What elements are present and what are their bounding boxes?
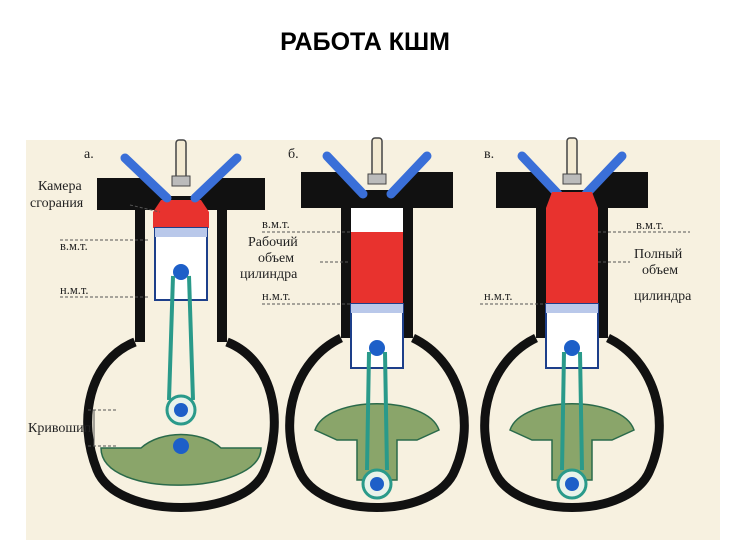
- panel-label-a: а.: [84, 147, 94, 162]
- label-working-line3: цилиндра: [240, 267, 298, 282]
- crank-pin: [174, 403, 188, 417]
- valve-left-icon: [517, 151, 563, 199]
- cylinder-wall-right: [598, 208, 608, 338]
- piston-pin: [564, 340, 580, 356]
- crankcase: [480, 333, 664, 512]
- cylinder-head: [301, 172, 453, 208]
- cylinder-wall-right: [217, 210, 227, 342]
- piston: [350, 303, 404, 369]
- connecting-rod: [167, 275, 195, 401]
- label-tdc-a: в.м.т.: [60, 239, 88, 253]
- label-tdc-c: в.м.т.: [636, 218, 664, 232]
- connecting-rod: [365, 351, 389, 471]
- cylinder-wall-left: [536, 208, 546, 338]
- label-tdc-b: в.м.т.: [262, 217, 290, 231]
- label-full-line2: объем: [642, 263, 678, 278]
- panel-label-b: б.: [288, 147, 299, 162]
- label-full-line3: цилиндра: [634, 289, 692, 304]
- label-crank: Кривошип: [28, 421, 92, 436]
- crank-shaft: [173, 438, 189, 454]
- label-bdc-c: н.м.т.: [484, 289, 513, 303]
- crank-pin: [370, 477, 384, 491]
- piston-pin: [369, 340, 385, 356]
- crank-pin: [565, 477, 579, 491]
- cylinder-head: [97, 178, 265, 210]
- valve-left-icon: [120, 153, 172, 203]
- cylinder-wall-left: [341, 208, 351, 338]
- valve-left-icon: [322, 151, 368, 199]
- cylinder-head: [496, 172, 648, 208]
- page-title: РАБОТА КШМ: [280, 28, 450, 56]
- label-chamber-line2: сгорания: [30, 196, 84, 211]
- valve-right-icon: [190, 153, 242, 203]
- panel-label-c: в.: [484, 147, 494, 162]
- piston: [545, 303, 599, 369]
- cylinder-wall-right: [403, 208, 413, 338]
- connecting-rod: [560, 351, 584, 471]
- full-volume: [546, 192, 598, 304]
- combustion-chamber: [153, 200, 209, 228]
- leader-lines: [60, 204, 690, 447]
- engine-b: [285, 137, 469, 512]
- piston-pin: [173, 264, 189, 280]
- crank-web: [100, 433, 262, 486]
- engine-a: [83, 139, 279, 512]
- label-working-line2: объем: [258, 251, 294, 266]
- label-chamber-line1: Камера: [38, 179, 82, 194]
- working-volume: [351, 232, 403, 304]
- label-full-line1: Полный: [634, 247, 683, 262]
- valve-right-icon: [581, 151, 627, 199]
- label-working-line1: Рабочий: [248, 235, 298, 250]
- valve-right-icon: [386, 151, 432, 199]
- crankcase: [83, 337, 279, 512]
- label-bdc-b: н.м.т.: [262, 289, 291, 303]
- cylinder-wall-left: [135, 210, 145, 342]
- crankcase: [285, 333, 469, 512]
- label-bdc-a: н.м.т.: [60, 283, 89, 297]
- engine-c: [480, 137, 664, 512]
